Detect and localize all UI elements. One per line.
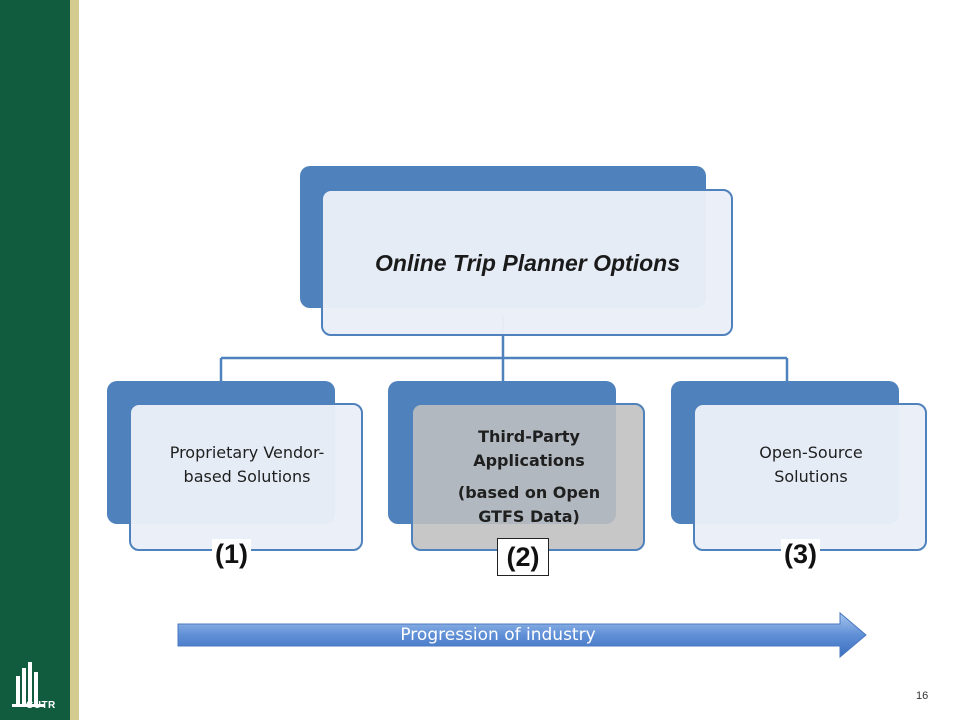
option-number-2: (2) bbox=[497, 538, 549, 576]
option-number-1: (1) bbox=[212, 539, 251, 569]
child-2-sub-line-2: GTFS Data) bbox=[478, 507, 580, 526]
progression-arrow bbox=[177, 611, 867, 659]
child-2-label: Third-Party Applications (based on Open … bbox=[416, 410, 642, 544]
child-2-title-line-1: Third-Party bbox=[478, 427, 580, 446]
sidebar-accent-stripe bbox=[70, 0, 79, 720]
page-number: 16 bbox=[916, 690, 929, 702]
root-node bbox=[300, 166, 733, 336]
child-2-sub-line-1: (based on Open bbox=[457, 483, 601, 502]
child-node-3 bbox=[671, 381, 927, 551]
child-2-title-line-2: Applications bbox=[473, 451, 585, 470]
progression-arrow-label: Progression of industry bbox=[400, 625, 596, 645]
option-number-3: (3) bbox=[781, 539, 820, 569]
child-node-1 bbox=[107, 381, 363, 551]
cutr-logo-icon bbox=[12, 662, 44, 707]
child-1-line-2: based Solutions bbox=[183, 467, 311, 486]
child-3-label: Open-Source Solutions bbox=[700, 410, 922, 520]
child-1-line-1: Proprietary Vendor- bbox=[169, 443, 325, 462]
child-1-label: Proprietary Vendor- based Solutions bbox=[136, 410, 358, 520]
logo-text: CUTR bbox=[26, 700, 56, 711]
child-3-line-1: Open-Source bbox=[759, 443, 863, 462]
sidebar-band bbox=[0, 0, 70, 720]
child-3-line-2: Solutions bbox=[774, 467, 848, 486]
root-title: Online Trip Planner Options bbox=[375, 250, 680, 276]
child-node-2 bbox=[388, 381, 645, 551]
